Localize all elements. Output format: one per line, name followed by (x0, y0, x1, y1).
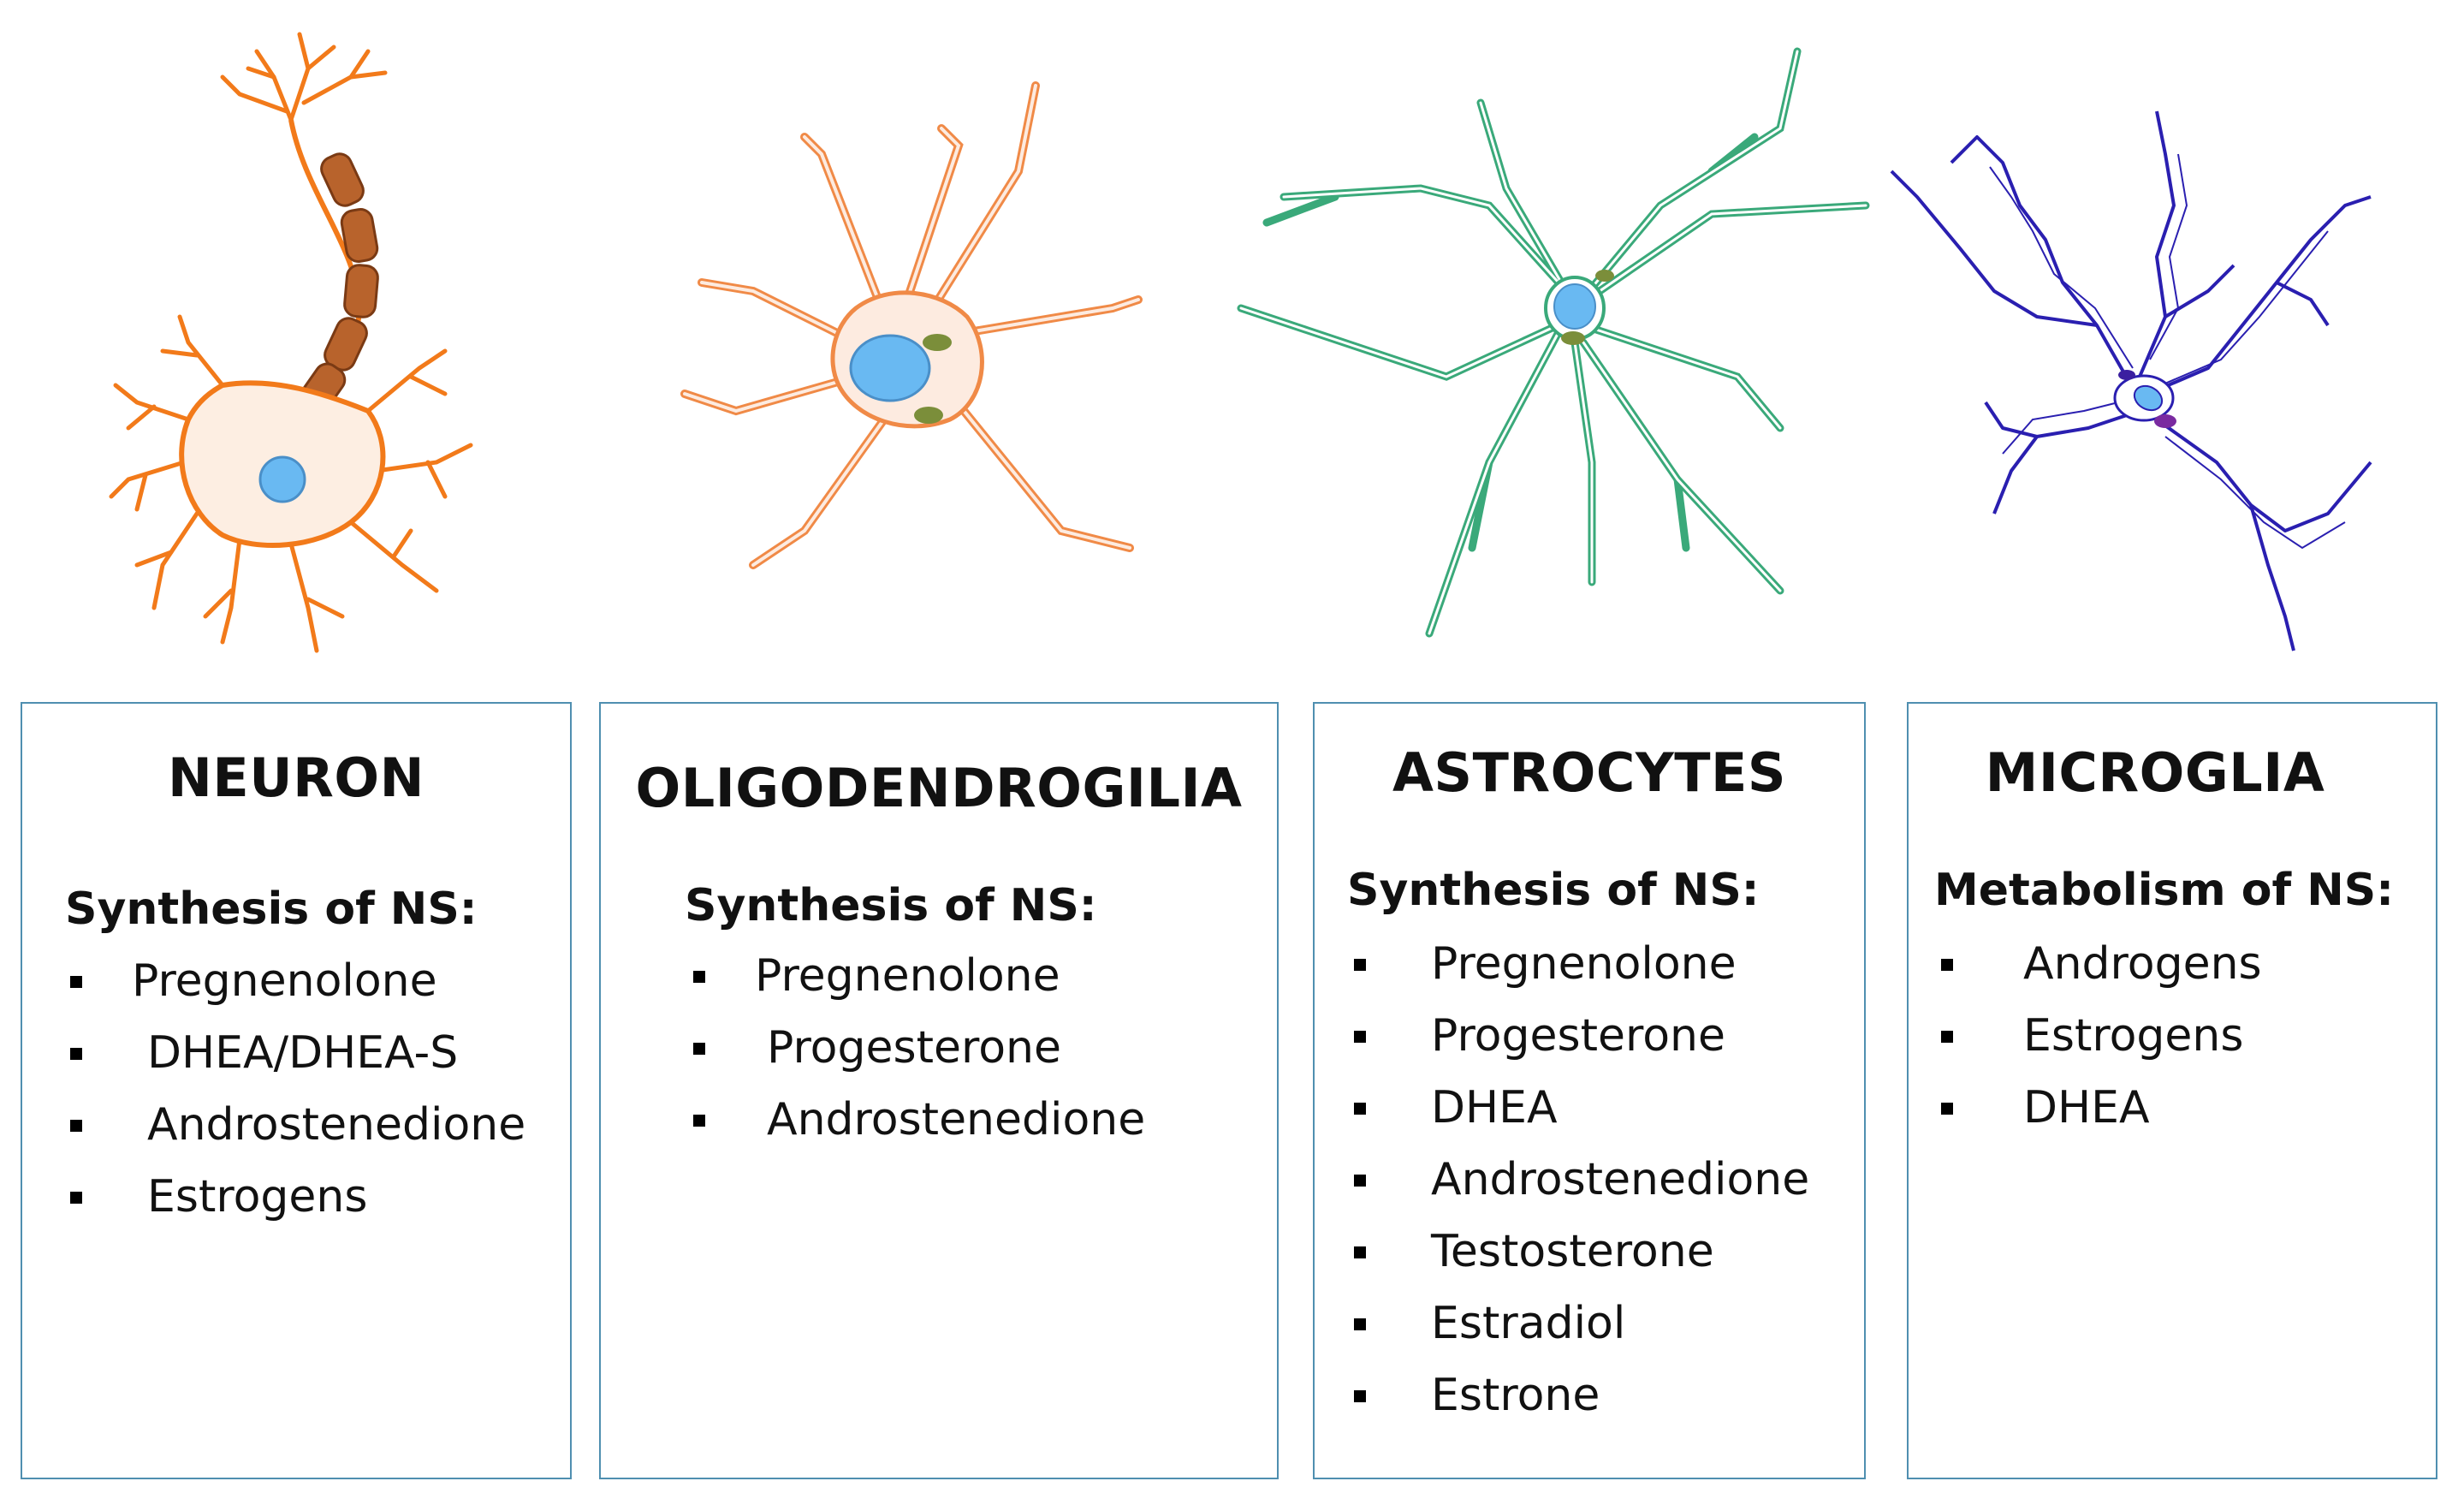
bullet-icon (693, 1043, 705, 1055)
bullet-icon (693, 971, 705, 983)
bullet-icon (70, 976, 82, 988)
neuron-panel: NEURON Synthesis of NS: Pregnenolone DHE… (21, 702, 572, 1479)
oligodendroglia-illustration (680, 81, 1143, 569)
bullet-icon (1354, 1318, 1366, 1330)
astrocytes-panel: ASTROCYTES Synthesis of NS: Pregnenolone… (1313, 702, 1866, 1479)
bullet-icon (1941, 1103, 1953, 1115)
panel-heading: Synthesis of NS: (1347, 865, 1760, 916)
bullet-icon (70, 1048, 82, 1060)
microglia-illustration (1890, 110, 2372, 651)
bullet-icon (1354, 1175, 1366, 1187)
bullet-icon (70, 1120, 82, 1132)
oligodendroglia-panel: OLIGODENDROGILIA Synthesis of NS: Pregne… (599, 702, 1279, 1479)
bullet-icon (1941, 959, 1953, 971)
panel-title: NEURON (168, 747, 425, 809)
bullet-icon (1354, 1031, 1366, 1043)
bullet-icon (693, 1115, 705, 1127)
panel-heading: Synthesis of NS: (685, 880, 1097, 931)
panel-title: OLIGODENDROGILIA (635, 757, 1243, 819)
bullet-icon (1354, 1103, 1366, 1115)
panel-heading: Synthesis of NS: (65, 883, 478, 935)
neuron-illustration (109, 32, 473, 653)
bullet-icon (1354, 1390, 1366, 1402)
panel-title: MICROGLIA (1985, 741, 2325, 804)
bullet-icon (1354, 1246, 1366, 1258)
microglia-panel: MICROGLIA Metabolism of NS: Androgens Es… (1907, 702, 2437, 1479)
bullet-icon (70, 1192, 82, 1204)
bullet-icon (1354, 959, 1366, 971)
bullet-icon (1941, 1031, 1953, 1043)
astrocytes-illustration (1237, 47, 1870, 638)
panel-title: ASTROCYTES (1392, 741, 1787, 804)
panel-heading: Metabolism of NS: (1934, 865, 2395, 916)
